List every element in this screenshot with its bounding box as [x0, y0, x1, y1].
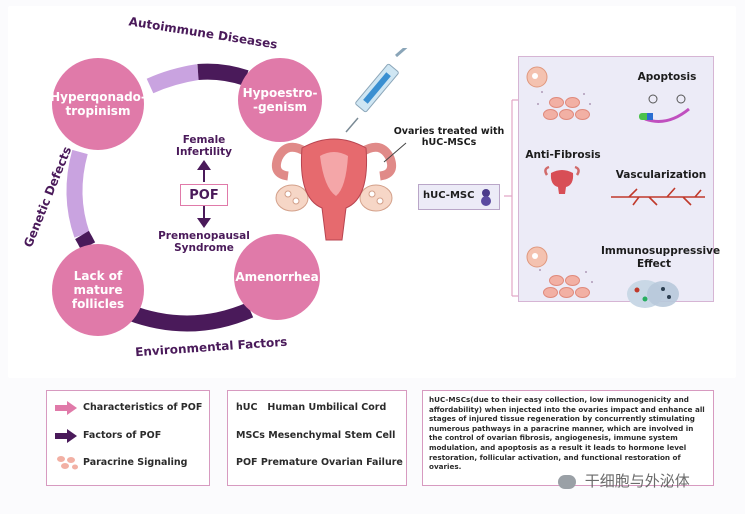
- small-uterus-icon: [544, 165, 580, 194]
- follicle-icon-2: [526, 246, 548, 268]
- abbreviation-box: hUC Human Umbilical Cord MSCs Mesenchyma…: [227, 390, 407, 486]
- down-arrow-icon: [197, 206, 211, 228]
- node-lack-of-follicles: Lack of mature follicles: [52, 244, 144, 336]
- abbr: hUC: [236, 402, 258, 413]
- pof-box: POF: [180, 184, 228, 206]
- legend-label: Characteristics of POF: [83, 402, 203, 413]
- watermark-text: 干细胞与外泌体: [584, 472, 690, 490]
- pink-arrow-icon: [55, 401, 77, 415]
- abbr-row: hUC Human Umbilical Cord: [236, 402, 386, 413]
- fetus-icon: [481, 189, 491, 206]
- node-amenorrhea: Amenorrhea: [234, 234, 320, 320]
- node-hypergonadotropinism: Hyperqonado- tropinism: [50, 58, 146, 150]
- uterus-illustration: [271, 48, 408, 241]
- left-arc-light: [66, 149, 90, 238]
- follicle-icon: [526, 66, 548, 88]
- legend-label: Paracrine Signaling: [83, 457, 188, 468]
- node-label: Hyperqonado- tropinism: [50, 90, 146, 118]
- blood-vessel-icon: [611, 187, 705, 206]
- top-arc-dark: [197, 63, 249, 86]
- description-box: hUC-MSCs(due to their easy collection, l…: [422, 390, 714, 486]
- bracket-lines: [504, 99, 520, 297]
- abbr-row: MSCs Mesenchymal Stem Cell: [236, 430, 395, 441]
- legend-box: Characteristics of POF Factors of POF Pa…: [46, 390, 210, 486]
- pof-label: POF: [189, 187, 219, 203]
- node-label: Lack of mature follicles: [71, 269, 125, 311]
- abbr: MSCs: [236, 430, 265, 441]
- label-connector: [383, 142, 407, 163]
- effect-anti-fibrosis: Anti-Fibrosis: [525, 149, 601, 161]
- node-label: Amenorrhea: [235, 270, 319, 284]
- huc-msc-label: hUC-MSC: [423, 190, 475, 201]
- center-female-infertility: Female Infertility: [176, 134, 232, 158]
- legend-label: Factors of POF: [83, 430, 162, 441]
- description-text: hUC-MSCs(due to their easy collection, l…: [429, 395, 705, 472]
- huc-msc-box: hUC-MSC: [418, 184, 500, 210]
- effects-panel: Apoptosis Anti-Fibrosis Vascularization …: [518, 56, 721, 308]
- node-hypoestrogenism: Hypoestro- -genism: [238, 58, 322, 142]
- effect-apoptosis: Apoptosis: [637, 71, 697, 83]
- effect-vascularization: Vascularization: [615, 169, 707, 181]
- abbr-full: Premature Ovarian Failure: [260, 457, 403, 468]
- abbr-row: POF Premature Ovarian Failure: [236, 457, 403, 468]
- node-label: Hypoestro- -genism: [242, 86, 318, 114]
- dark-purple-arrow-icon: [55, 429, 77, 443]
- abbr-full: Human Umbilical Cord: [267, 402, 387, 413]
- up-arrow-icon: [197, 160, 211, 182]
- watermark: 干细胞与外泌体: [558, 470, 690, 491]
- cells-icon: [57, 456, 78, 470]
- effect-immunosuppressive: Immunosuppressive Effect: [601, 245, 721, 270]
- center-premenopausal: Premenopausal Syndrome: [158, 230, 250, 254]
- bottom-arc-dark: [125, 302, 254, 332]
- top-arc-light: [146, 64, 200, 94]
- abbr-full: Mesenchymal Stem Cell: [268, 430, 396, 441]
- wechat-icon: [558, 474, 576, 489]
- syringe-icon: [345, 48, 408, 133]
- immune-cells-icon: [627, 280, 679, 308]
- ovaries-label: Ovaries treated with hUC-MSCs: [393, 126, 505, 148]
- abbr: POF: [236, 457, 258, 468]
- apoptosis-pathway-icon: [639, 94, 690, 123]
